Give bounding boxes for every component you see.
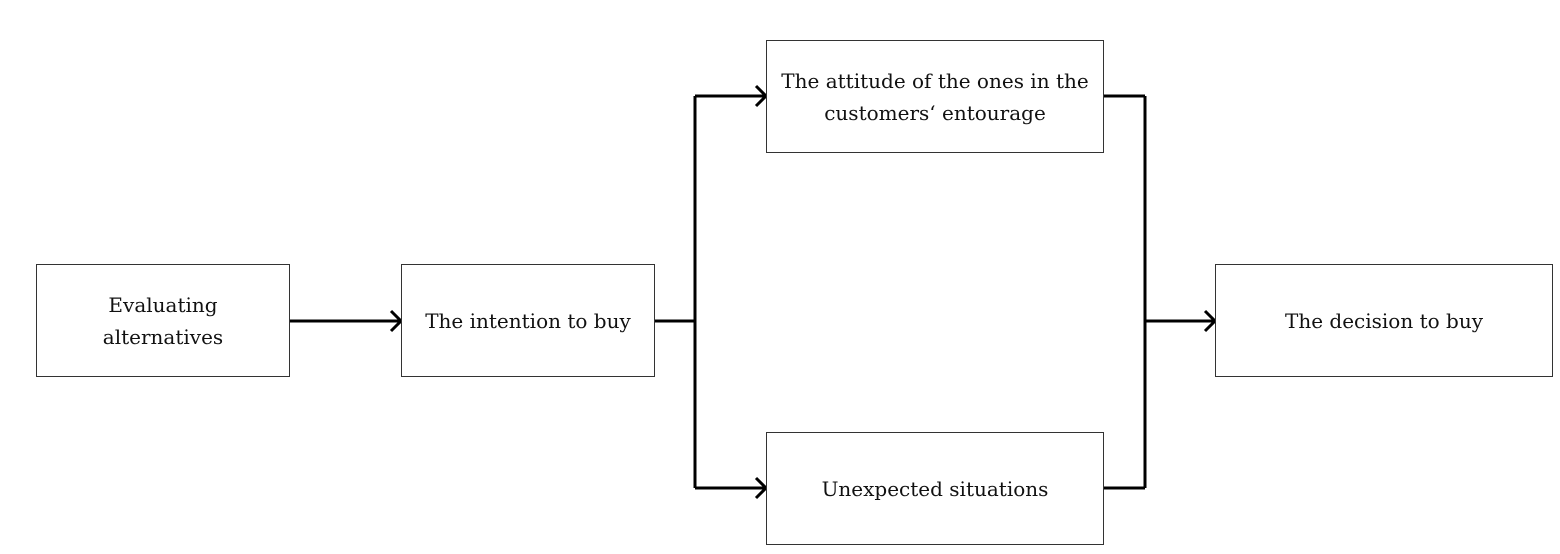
node-label-evaluating-alternatives: Evaluating alternatives [102, 292, 224, 349]
node-evaluating-alternatives: Evaluating alternatives [36, 264, 290, 377]
node-label-decision-to-buy: The decision to buy [1284, 308, 1483, 333]
node-unexpected-situations: Unexpected situations [766, 432, 1104, 545]
node-label-unexpected-situations: Unexpected situations [821, 476, 1049, 501]
node-decision-to-buy: The decision to buy [1215, 264, 1553, 377]
node-label-intention-to-buy: The intention to buy [425, 308, 631, 333]
node-attitude-of-entourage: The attitude of the ones in the customer… [766, 40, 1104, 153]
node-label-attitude-of-entourage: The attitude of the ones in the customer… [781, 68, 1089, 125]
node-intention-to-buy: The intention to buy [401, 264, 655, 377]
